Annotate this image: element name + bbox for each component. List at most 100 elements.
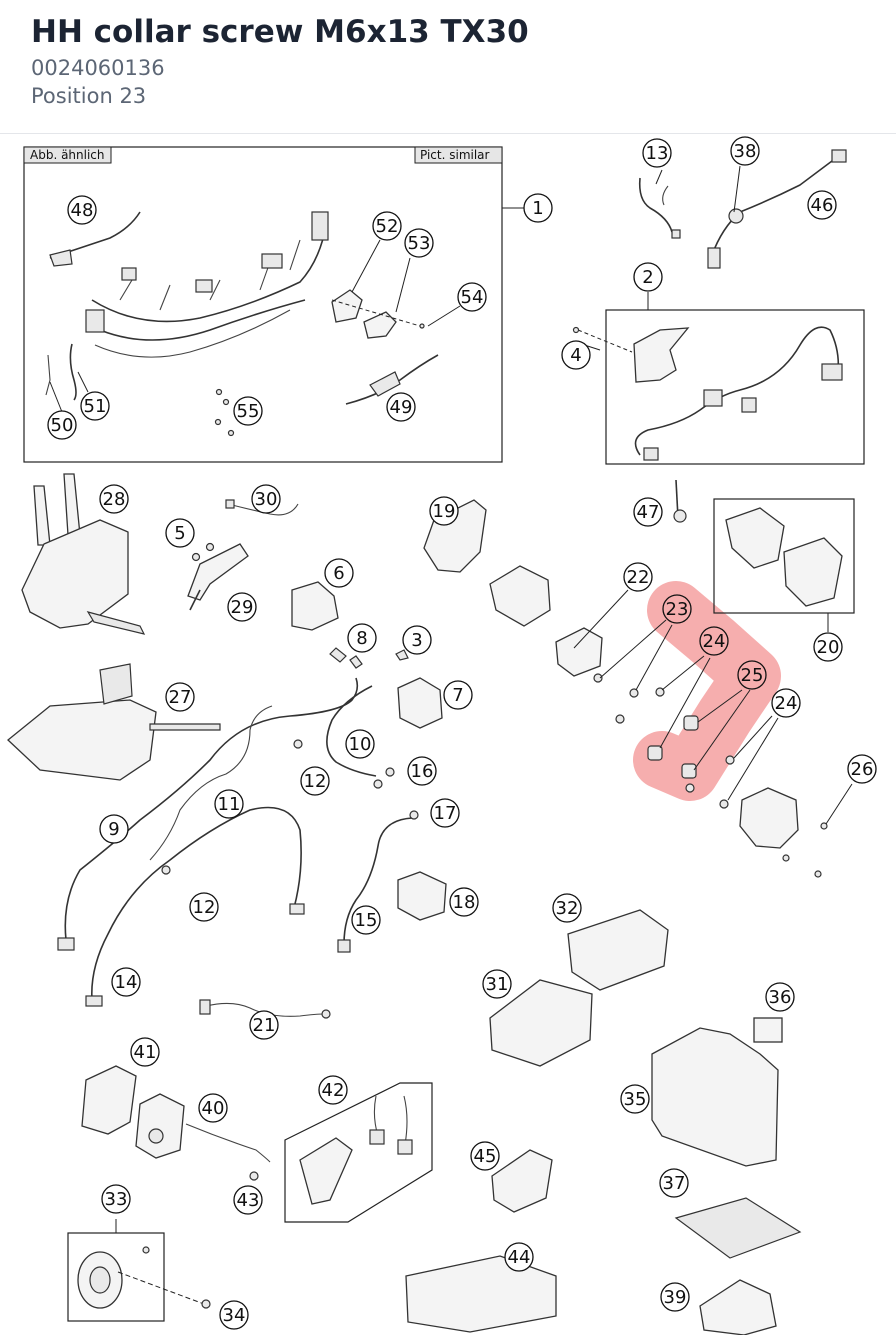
callout-circle: [430, 798, 460, 828]
callout-circle: [219, 1300, 249, 1330]
callout-number: 19: [433, 501, 456, 522]
callout-number: 14: [115, 972, 138, 993]
callout-23[interactable]: 23: [662, 594, 692, 624]
callout-19[interactable]: 19: [429, 496, 459, 526]
callout-circle: [165, 518, 195, 548]
callout-number: 47: [637, 502, 660, 523]
callout-17[interactable]: 17: [430, 798, 460, 828]
callout-circle: [165, 682, 195, 712]
callout-3[interactable]: 3: [402, 625, 432, 655]
callout-12[interactable]: 12: [300, 766, 330, 796]
callout-16[interactable]: 16: [407, 756, 437, 786]
callout-number: 13: [646, 143, 669, 164]
clip-3: [395, 649, 409, 661]
callout-circle: [470, 1141, 500, 1171]
callout-30[interactable]: 30: [251, 484, 281, 514]
callout-55[interactable]: 55: [233, 396, 263, 426]
callout-12[interactable]: 12: [189, 892, 219, 922]
callout-42[interactable]: 42: [318, 1075, 348, 1105]
callout-5[interactable]: 5: [165, 518, 195, 548]
callout-4[interactable]: 4: [561, 340, 591, 370]
callout-25[interactable]: 25: [737, 660, 767, 690]
callout-9[interactable]: 9: [99, 814, 129, 844]
tag-right-box: [414, 146, 503, 164]
callout-21[interactable]: 21: [249, 1010, 279, 1040]
callout-circle: [449, 887, 479, 917]
callout-32[interactable]: 32: [552, 893, 582, 923]
callout-circle: [233, 1185, 263, 1215]
callout-15[interactable]: 15: [351, 905, 381, 935]
callout-11[interactable]: 11: [214, 789, 244, 819]
callout-50[interactable]: 50: [47, 410, 77, 440]
callout-31[interactable]: 31: [482, 969, 512, 999]
callout-34[interactable]: 34: [219, 1300, 249, 1330]
callout-number: 54: [461, 287, 484, 308]
callout-20[interactable]: 20: [813, 632, 843, 662]
callout-7[interactable]: 7: [443, 680, 473, 710]
callout-6[interactable]: 6: [324, 558, 354, 588]
collar-screws-23: [629, 687, 665, 698]
callout-37[interactable]: 37: [659, 1168, 689, 1198]
callout-38[interactable]: 38: [730, 136, 760, 166]
callout-52[interactable]: 52: [372, 211, 402, 241]
sensor-40: [135, 1093, 271, 1163]
callout-36[interactable]: 36: [765, 982, 795, 1012]
callout-14[interactable]: 14: [111, 967, 141, 997]
callout-47[interactable]: 47: [633, 497, 663, 527]
callout-2[interactable]: 2: [633, 262, 663, 292]
callout-number: 33: [105, 1189, 128, 1210]
part-title: HH collar screw M6x13 TX30: [31, 14, 529, 50]
tag-pict-similar: Pict. similar: [420, 148, 490, 162]
callout-26[interactable]: 26: [847, 754, 877, 784]
callout-24[interactable]: 24: [771, 688, 801, 718]
main-wiring-harness: [45, 211, 329, 437]
callout-10[interactable]: 10: [345, 729, 375, 759]
callout-43[interactable]: 43: [233, 1185, 263, 1215]
leader-lines: [49, 165, 853, 1233]
callout-8[interactable]: 8: [347, 623, 377, 653]
callout-number: 2: [642, 267, 653, 288]
callout-44[interactable]: 44: [504, 1242, 534, 1272]
callout-53[interactable]: 53: [404, 228, 434, 258]
callout-18[interactable]: 18: [449, 887, 479, 917]
callout-33[interactable]: 33: [101, 1184, 131, 1214]
callout-1[interactable]: 1: [523, 193, 553, 223]
clip-8: [329, 647, 363, 669]
callout-39[interactable]: 39: [660, 1282, 690, 1312]
callout-circle: [111, 967, 141, 997]
callout-number: 11: [218, 794, 241, 815]
callout-circle: [249, 1010, 279, 1040]
callout-number: 22: [627, 567, 650, 588]
cable-21: [199, 999, 331, 1019]
callout-54[interactable]: 54: [457, 282, 487, 312]
callout-number: 7: [452, 685, 463, 706]
callout-45[interactable]: 45: [470, 1141, 500, 1171]
callout-circle: [443, 680, 473, 710]
callout-13[interactable]: 13: [642, 138, 672, 168]
callout-46[interactable]: 46: [807, 190, 837, 220]
callout-35[interactable]: 35: [620, 1084, 650, 1114]
callout-circle: [633, 497, 663, 527]
callout-48[interactable]: 48: [67, 195, 97, 225]
callout-circle: [251, 484, 281, 514]
callout-circle: [227, 592, 257, 622]
callout-22[interactable]: 22: [623, 562, 653, 592]
callout-41[interactable]: 41: [130, 1037, 160, 1067]
callout-51[interactable]: 51: [80, 391, 110, 421]
callout-29[interactable]: 29: [227, 592, 257, 622]
harness-2: [572, 326, 843, 461]
callout-number: 30: [255, 489, 278, 510]
callout-40[interactable]: 40: [198, 1093, 228, 1123]
callout-circle: [233, 396, 263, 426]
callout-number: 40: [202, 1098, 225, 1119]
harness-bracket-52-53: [331, 289, 425, 339]
callout-49[interactable]: 49: [386, 392, 416, 422]
callout-27[interactable]: 27: [165, 682, 195, 712]
cable-9: [57, 677, 359, 951]
callout-number: 31: [486, 974, 509, 995]
callout-24[interactable]: 24: [699, 626, 729, 656]
callout-28[interactable]: 28: [99, 484, 129, 514]
callout-number: 53: [408, 233, 431, 254]
callout-circle: [662, 594, 692, 624]
inset-box-harness: [23, 146, 503, 463]
